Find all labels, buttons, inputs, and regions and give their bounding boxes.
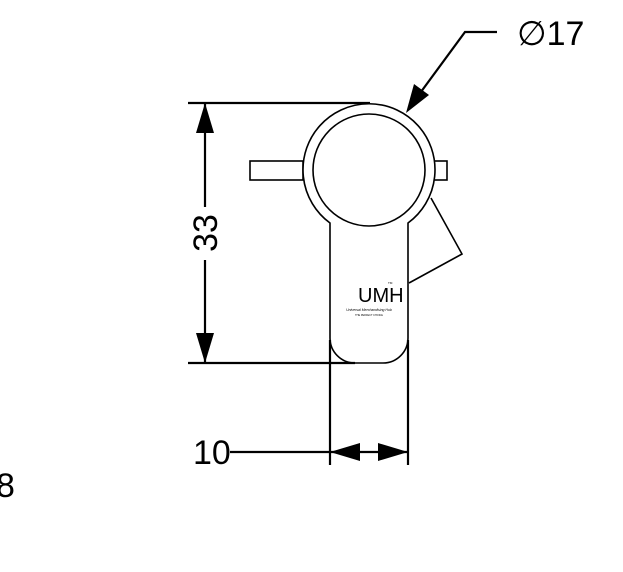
left-pin — [249, 160, 304, 181]
arrow-up-icon — [196, 103, 214, 133]
logo-name: Universal Merchandising Hub — [346, 308, 392, 312]
logo-mark: UMH — [358, 285, 404, 307]
arrow-left-icon — [330, 443, 360, 461]
diameter-label: ∅17 — [517, 15, 584, 53]
part-outline — [249, 103, 464, 364]
arrow-right-icon — [378, 443, 408, 461]
logo: UMH TM Universal Merchandising Hub THE P… — [346, 281, 403, 317]
stray-label: 8 — [0, 467, 15, 505]
height-label: 33 — [187, 214, 225, 252]
arrow-down-icon — [196, 333, 214, 363]
arrowheads — [196, 84, 429, 461]
side-bracket — [408, 197, 464, 284]
right-pin — [433, 160, 448, 181]
logo-tm: TM — [388, 281, 393, 285]
inner-circle — [312, 113, 426, 227]
arrow-diagonal-icon — [406, 84, 429, 113]
dimension-lines — [188, 30, 497, 465]
width-label: 10 — [193, 434, 231, 472]
key-body — [302, 103, 436, 364]
logo-tagline: THE PERFECT CHOICE — [355, 314, 383, 317]
